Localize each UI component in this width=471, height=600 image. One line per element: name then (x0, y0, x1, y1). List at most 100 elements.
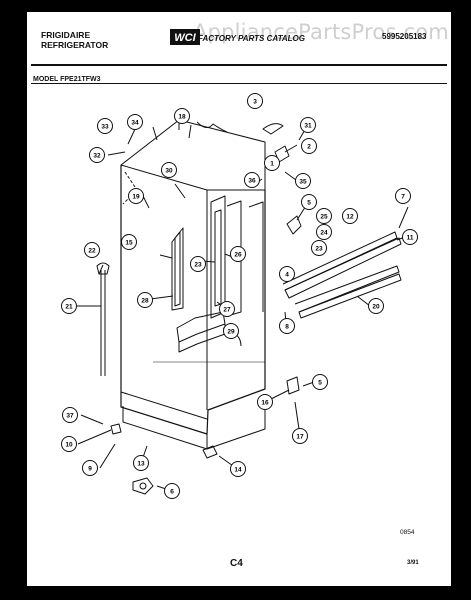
svg-text:27: 27 (223, 307, 231, 314)
callout-14: 14 (230, 461, 246, 477)
svg-text:32: 32 (93, 153, 101, 160)
svg-text:31: 31 (304, 123, 312, 130)
svg-text:20: 20 (372, 304, 380, 311)
brand-line-2: REFRIGERATOR (41, 40, 109, 50)
callout-30: 30 (161, 162, 177, 178)
svg-text:16: 16 (261, 400, 269, 407)
exploded-parts-diagram: 1 2 3 4 5 5 6 7 8 9 10 11 12 13 14 15 16… (61, 93, 418, 499)
callout-4: 4 (279, 266, 295, 282)
page-code: C4 (230, 558, 243, 569)
svg-text:5: 5 (318, 380, 322, 387)
callout-9: 9 (82, 460, 98, 476)
screw-10 (110, 423, 122, 435)
svg-text:2: 2 (307, 144, 311, 151)
hinge-24 (286, 215, 302, 235)
svg-text:1: 1 (270, 161, 274, 168)
callout-36: 36 (244, 172, 260, 188)
svg-text:24: 24 (320, 230, 328, 237)
svg-text:4: 4 (285, 272, 289, 279)
rod-21 (100, 270, 106, 376)
callout-25: 25 (316, 208, 332, 224)
svg-text:12: 12 (346, 214, 354, 221)
svg-text:22: 22 (88, 248, 96, 255)
channel-28 (171, 227, 184, 311)
callout-6: 6 (164, 483, 180, 499)
callout-11: 11 (402, 229, 418, 245)
svg-text:34: 34 (131, 120, 139, 127)
cap-3 (262, 123, 284, 135)
callout-33: 33 (97, 118, 113, 134)
brand-line-1: FRIGIDAIRE (41, 30, 91, 40)
callout-23b: 23 (311, 240, 327, 256)
model-label: MODEL FPE21TFW3 (33, 76, 101, 83)
callout-19: 19 (128, 188, 144, 204)
svg-text:15: 15 (125, 240, 133, 247)
callout-26: 26 (230, 246, 246, 262)
callout-20: 20 (368, 298, 384, 314)
callout-17: 17 (292, 428, 308, 444)
svg-text:18: 18 (178, 114, 186, 121)
callout-35: 35 (295, 173, 311, 189)
callout-13: 13 (133, 455, 149, 471)
catalog-title: FACTORY PARTS CATALOG (198, 34, 305, 43)
callout-21: 21 (61, 298, 77, 314)
svg-text:37: 37 (66, 413, 74, 420)
svg-text:23: 23 (315, 246, 323, 253)
revision-date: 3/91 (407, 560, 419, 566)
callout-23a: 23 (190, 256, 206, 272)
svg-text:9: 9 (88, 466, 92, 473)
svg-text:35: 35 (299, 179, 307, 186)
header-rule (31, 64, 447, 66)
rail-20 (298, 273, 402, 319)
watermark: AppliancePartsPros.com (193, 20, 449, 44)
callout-29: 29 (223, 323, 239, 339)
svg-text:23: 23 (194, 262, 202, 269)
callout-16: 16 (257, 394, 273, 410)
callout-34: 34 (127, 114, 143, 130)
callout-12: 12 (342, 208, 358, 224)
wci-logo: WCI (170, 29, 200, 45)
callout-bubbles: 1 2 3 4 5 5 6 7 8 9 10 11 12 13 14 15 16… (61, 93, 418, 499)
svg-text:19: 19 (132, 194, 140, 201)
callout-3: 3 (247, 93, 263, 109)
svg-text:3: 3 (253, 99, 257, 106)
svg-text:7: 7 (401, 194, 405, 201)
part-number: 5995205183 (382, 32, 427, 41)
callout-28: 28 (137, 292, 153, 308)
callout-7: 7 (395, 188, 411, 204)
slot-left (210, 195, 226, 319)
svg-text:14: 14 (234, 467, 242, 474)
svg-text:17: 17 (296, 434, 304, 441)
svg-text:5: 5 (307, 200, 311, 207)
callout-31: 31 (300, 117, 316, 133)
diagram-code: 0854 (400, 529, 415, 536)
callout-22: 22 (84, 242, 100, 258)
leveler-6 (132, 477, 154, 495)
svg-text:28: 28 (141, 298, 149, 305)
callout-10: 10 (61, 436, 77, 452)
callout-5a: 5 (301, 194, 317, 210)
svg-text:13: 13 (137, 461, 145, 468)
cabinet-front (120, 165, 266, 435)
hinge-16 (286, 376, 300, 395)
svg-text:36: 36 (248, 178, 256, 185)
callout-1: 1 (264, 155, 280, 171)
crisper-shelf (176, 311, 226, 343)
svg-text:11: 11 (407, 235, 414, 242)
svg-text:21: 21 (65, 304, 73, 311)
callout-27: 27 (219, 301, 235, 317)
svg-text:WCI: WCI (174, 32, 196, 44)
top-cable (196, 121, 228, 133)
callout-24: 24 (316, 224, 332, 240)
model-rule (31, 83, 447, 84)
callout-8: 8 (279, 318, 295, 334)
cabinet-base (120, 391, 208, 420)
svg-text:25: 25 (320, 214, 328, 221)
callout-2: 2 (301, 138, 317, 154)
svg-text:10: 10 (65, 442, 73, 449)
rail-12 (284, 237, 402, 299)
svg-text:33: 33 (101, 124, 109, 131)
arrow-14 (202, 445, 218, 459)
svg-text:26: 26 (234, 252, 242, 259)
svg-text:8: 8 (285, 324, 289, 331)
